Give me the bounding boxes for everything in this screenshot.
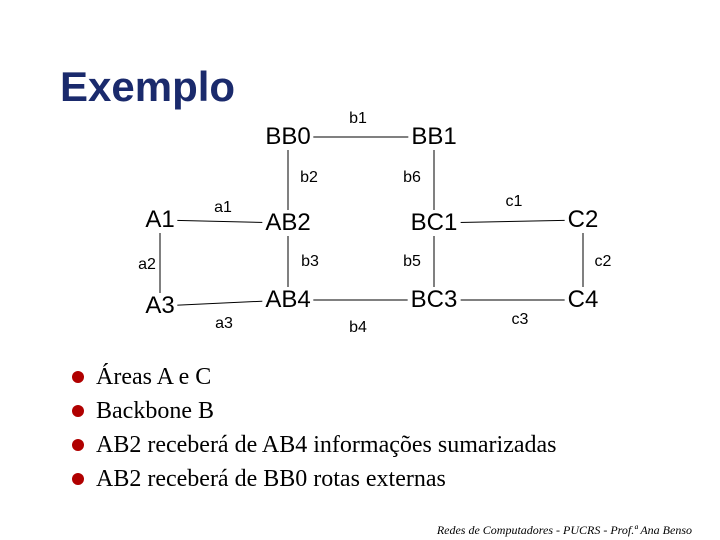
bullet-item: Backbone B bbox=[72, 394, 557, 428]
bullet-text: AB2 receberá de AB4 informações sumariza… bbox=[96, 432, 557, 458]
link-label-c1: c1 bbox=[505, 193, 523, 210]
node-c2: C2 bbox=[564, 207, 602, 233]
node-c4: C4 bbox=[564, 287, 602, 313]
bullet-text: Backbone B bbox=[96, 398, 214, 424]
bullet-dot-icon bbox=[72, 473, 84, 485]
bullet-item: AB2 receberá de BB0 rotas externas bbox=[72, 462, 557, 496]
link-label-b5: b5 bbox=[403, 253, 421, 270]
link-label-a2: a2 bbox=[138, 256, 156, 273]
link-label-b6: b6 bbox=[403, 169, 421, 186]
node-bb0: BB0 bbox=[262, 124, 314, 150]
node-ab2: AB2 bbox=[262, 210, 314, 236]
bullet-text: Áreas A e C bbox=[96, 364, 212, 390]
bullet-dot-icon bbox=[72, 405, 84, 417]
node-bb1: BB1 bbox=[408, 124, 460, 150]
link-label-b2: b2 bbox=[300, 169, 318, 186]
bullet-list: Áreas A e C Backbone B AB2 receberá de A… bbox=[72, 360, 557, 496]
node-a3: A3 bbox=[142, 293, 178, 319]
link-label-c2: c2 bbox=[594, 253, 612, 270]
footer-credit: Redes de Computadores - PUCRS - Prof.ª A… bbox=[436, 523, 692, 537]
link-label-b3: b3 bbox=[301, 253, 319, 270]
link-label-a1: a1 bbox=[214, 199, 232, 216]
page-title: Exemplo bbox=[60, 63, 236, 110]
link-label-b1: b1 bbox=[349, 110, 367, 127]
bullet-item: AB2 receberá de AB4 informações sumariza… bbox=[72, 428, 557, 462]
link-label-b4: b4 bbox=[349, 319, 367, 336]
bullet-dot-icon bbox=[72, 439, 84, 451]
link-label-c3: c3 bbox=[511, 311, 529, 328]
bullet-item: Áreas A e C bbox=[72, 360, 557, 394]
bullet-dot-icon bbox=[72, 371, 84, 383]
node-ab4: AB4 bbox=[262, 287, 314, 313]
node-bc3: BC3 bbox=[407, 287, 461, 313]
node-a1: A1 bbox=[142, 207, 178, 233]
link-label-a3: a3 bbox=[215, 315, 233, 332]
bullet-text: AB2 receberá de BB0 rotas externas bbox=[96, 466, 446, 492]
node-bc1: BC1 bbox=[407, 210, 461, 236]
